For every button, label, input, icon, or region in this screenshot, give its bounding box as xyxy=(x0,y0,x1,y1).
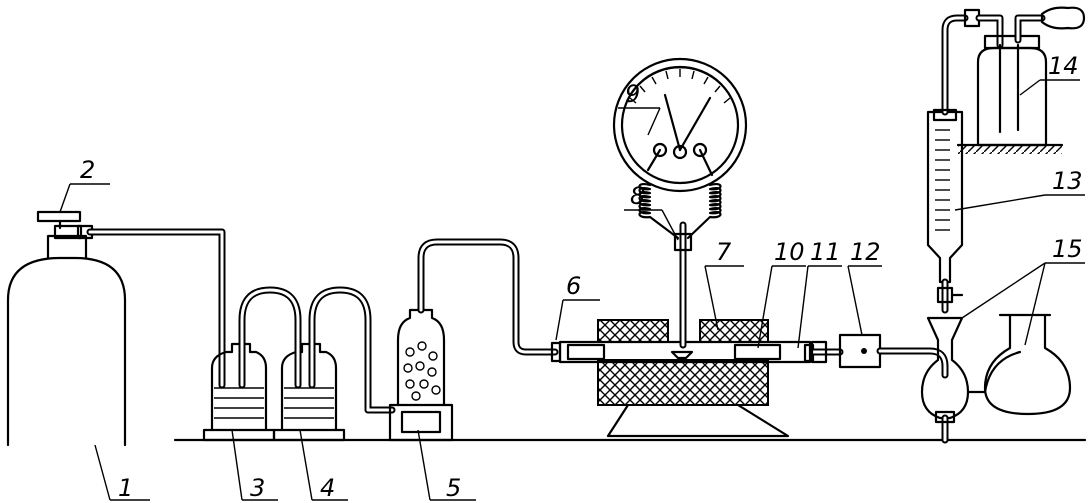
gas-cylinder xyxy=(6,224,127,447)
label-7: 7 xyxy=(716,238,732,266)
leader-lines xyxy=(59,79,1085,501)
label-1: 1 xyxy=(118,474,133,502)
vessel-14 xyxy=(976,6,1086,147)
label-6: 6 xyxy=(566,272,581,300)
stopcock xyxy=(936,286,964,304)
trap-12 xyxy=(838,333,882,369)
burette-13 xyxy=(926,110,964,284)
label-14: 14 xyxy=(1048,52,1079,80)
label-11: 11 xyxy=(810,238,841,266)
pipe-cylinder-to-bottle xyxy=(86,228,226,389)
coil-right xyxy=(686,183,722,240)
connector-8 xyxy=(673,232,693,252)
label-3: 3 xyxy=(250,474,265,502)
coupling-11 xyxy=(810,340,828,364)
receiver-15 xyxy=(920,313,1072,444)
pipe-column-to-reactor xyxy=(417,238,559,356)
coil-left xyxy=(638,183,680,240)
shelf xyxy=(956,143,1064,154)
label-12: 12 xyxy=(850,238,881,266)
furnace-7 xyxy=(597,319,790,438)
label-9: 9 xyxy=(625,80,640,108)
drying-column-5 xyxy=(388,308,454,442)
label-15: 15 xyxy=(1052,235,1083,263)
label-5: 5 xyxy=(446,474,461,502)
label-4: 4 xyxy=(320,474,335,502)
gauge-9 xyxy=(612,57,748,193)
label-2: 2 xyxy=(80,156,95,184)
label-13: 13 xyxy=(1052,167,1083,195)
label-10: 10 xyxy=(774,238,805,266)
label-8: 8 xyxy=(630,182,645,210)
